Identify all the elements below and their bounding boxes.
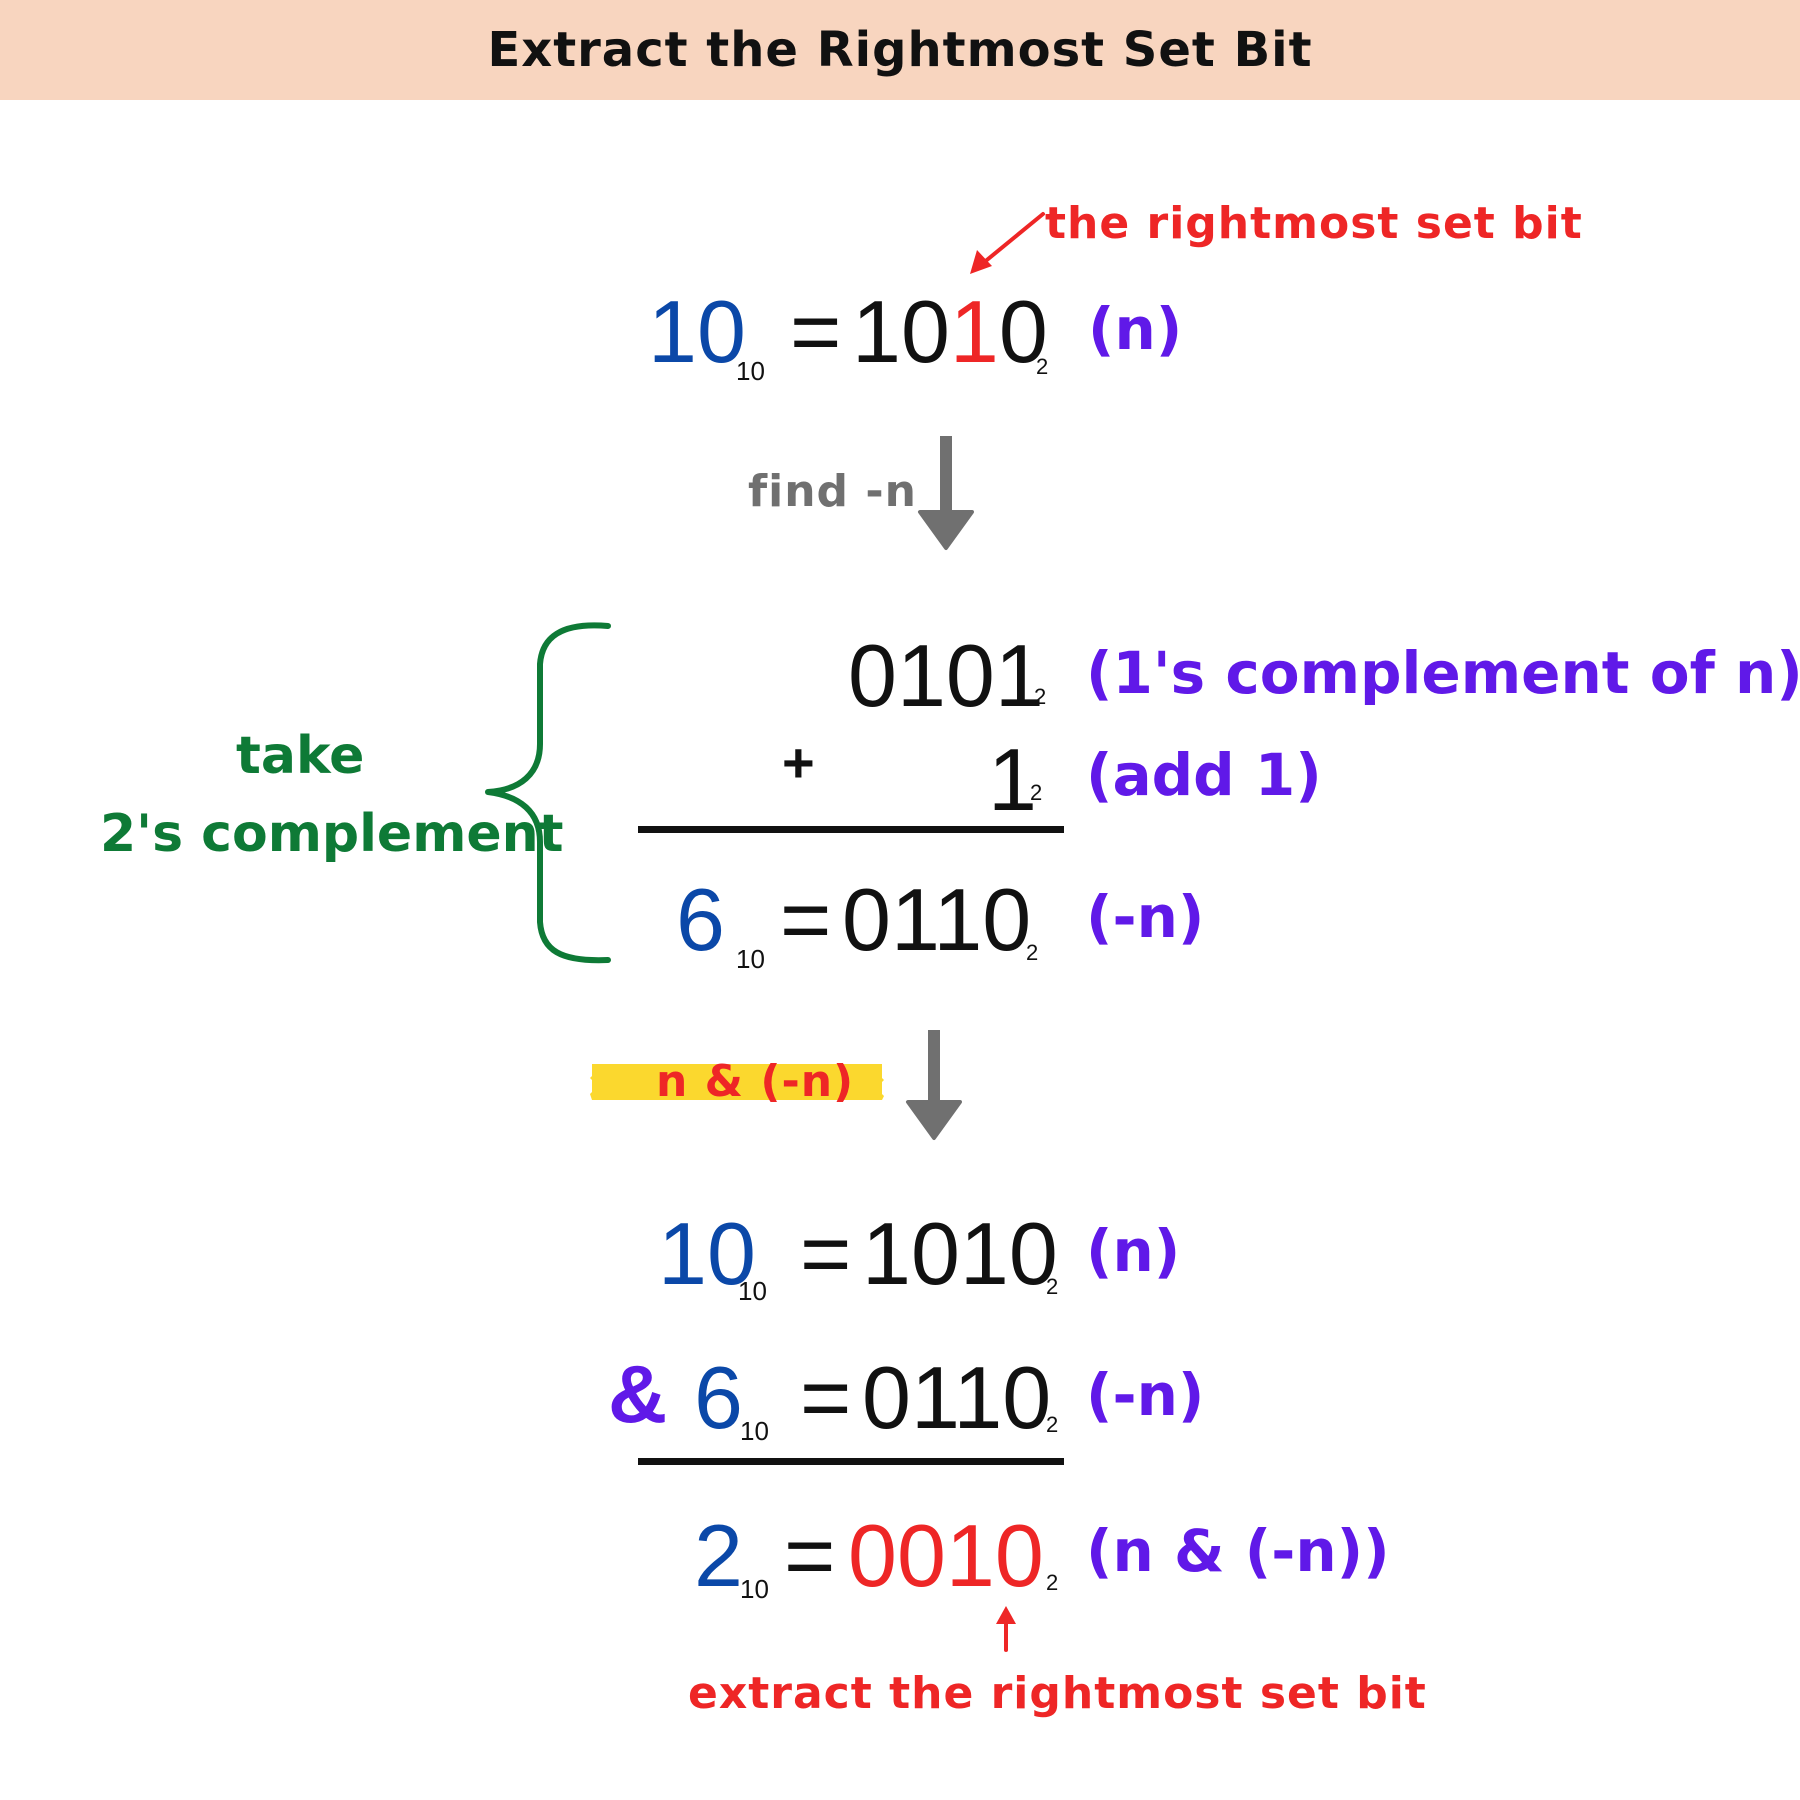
result-binary-base: 2 <box>1046 1570 1059 1595</box>
neg-n-decimal: 6 <box>676 870 725 969</box>
marker-highlight <box>592 1064 882 1100</box>
neg-n-binary: 0110 <box>842 870 1032 969</box>
marker-edge-decoration <box>590 1064 884 1100</box>
bottom-annotation-arrow-icon <box>996 1606 1016 1652</box>
step1-binary-prefix: 10 <box>852 282 950 381</box>
result-equals: = <box>784 1506 836 1605</box>
curly-brace-icon <box>485 622 611 964</box>
and-row1-label: (n) <box>1086 1217 1181 1285</box>
step1-decimal-base: 10 <box>736 356 765 386</box>
brace-label-line1: take <box>236 726 365 786</box>
add-value-base: 2 <box>1030 780 1043 805</box>
down-arrow-2-icon <box>906 1030 962 1140</box>
neg-n-label: (-n) <box>1086 883 1205 951</box>
add-label: (add 1) <box>1086 741 1322 809</box>
ones-complement-base: 2 <box>1034 684 1047 709</box>
plus-sign: + <box>782 731 815 794</box>
down-arrow-1-icon <box>918 436 974 550</box>
add-value: 1 <box>988 730 1037 829</box>
and-row2-label: (-n) <box>1086 1361 1205 1429</box>
arrow1-label: find -n <box>748 466 917 517</box>
bottom-annotation: extract the rightmost set bit <box>688 1668 1427 1719</box>
result-decimal: 2 <box>694 1506 743 1605</box>
neg-n-equals: = <box>780 870 832 969</box>
sum-rule <box>638 826 1064 833</box>
and-row1-binary: 1010 <box>862 1204 1058 1303</box>
brace-label-line2: 2's complement <box>100 804 564 864</box>
result-decimal-base: 10 <box>740 1574 769 1604</box>
and-row2-decimal: 6 <box>694 1348 743 1447</box>
and-rule <box>638 1458 1064 1465</box>
and-row2-binary: 0110 <box>862 1348 1052 1447</box>
and-row1-decimal-base: 10 <box>738 1276 767 1306</box>
header-bar: Extract the Rightmost Set Bit <box>0 0 1800 100</box>
and-row2-binary-base: 2 <box>1046 1412 1059 1437</box>
and-row1-binary-base: 2 <box>1046 1274 1059 1299</box>
neg-n-binary-base: 2 <box>1026 940 1039 965</box>
and-operator: & <box>608 1349 668 1440</box>
and-row1-decimal: 10 <box>658 1204 756 1303</box>
neg-n-decimal-base: 10 <box>736 944 765 974</box>
result-label: (n & (-n)) <box>1086 1517 1390 1585</box>
step1-binary-highlight-bit: 1 <box>949 282 999 381</box>
and-row2-equals: = <box>800 1348 852 1447</box>
step1-binary-suffix: 0 <box>998 282 1048 381</box>
page-title: Extract the Rightmost Set Bit <box>487 22 1313 78</box>
and-row2-decimal-base: 10 <box>740 1416 769 1446</box>
ones-complement-label: (1's complement of n) <box>1086 639 1800 707</box>
top-annotation: the rightmost set bit <box>1045 198 1583 249</box>
step1-binary-base: 2 <box>1036 354 1049 379</box>
step1-equals: = <box>790 282 842 381</box>
top-annotation-arrow-icon <box>970 212 1045 274</box>
step1-decimal: 10 <box>648 282 746 381</box>
arrow2-label: n & (-n) <box>656 1056 855 1107</box>
result-binary: 0010 <box>848 1506 1044 1605</box>
and-row1-equals: = <box>800 1204 852 1303</box>
step1-label: (n) <box>1088 295 1183 363</box>
step1-binary: 1010 <box>852 288 1048 376</box>
ones-complement-value: 0101 <box>848 626 1044 725</box>
